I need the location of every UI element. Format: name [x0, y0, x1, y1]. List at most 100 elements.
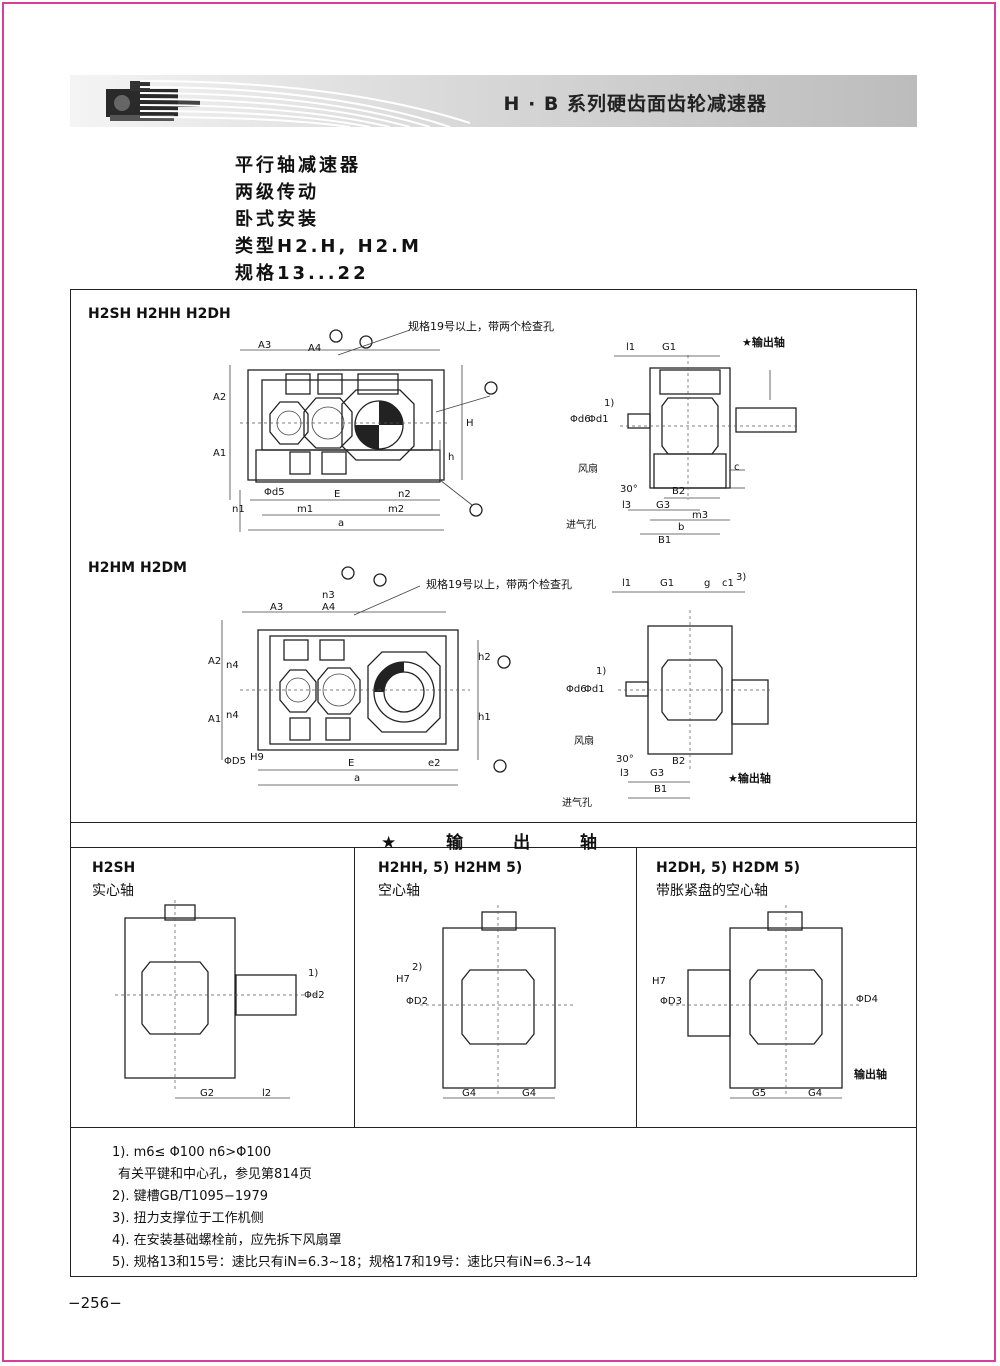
- dim-label: b: [678, 522, 685, 533]
- footnotes: 1). m6≤ Φ100 n6>Φ100 有关平键和中心孔，参见第814页 2)…: [112, 1142, 591, 1274]
- dim-label: A1: [208, 714, 222, 725]
- dim-label: A2: [208, 656, 222, 667]
- spec-line: 平行轴减速器: [235, 155, 361, 176]
- dim-label: G3: [656, 500, 671, 511]
- dim-label: B1: [654, 784, 668, 795]
- dim-label: 2): [412, 962, 423, 973]
- dim-label: 1): [308, 968, 319, 979]
- h2sh-side-view: [614, 355, 800, 535]
- dim-label: G3: [650, 768, 665, 779]
- inlet-label: 进气孔: [566, 520, 596, 531]
- divider-line: [70, 1127, 917, 1128]
- divider-line: [70, 822, 917, 823]
- dim-label: l2: [262, 1088, 272, 1099]
- panel1-subtitle: 实心轴: [92, 883, 134, 899]
- panel3-drawing: [670, 905, 860, 1099]
- dim-label: h: [448, 452, 455, 463]
- dim-label: 30°: [616, 754, 634, 765]
- dim-label: G5: [752, 1088, 767, 1099]
- dim-label: l1: [626, 342, 636, 353]
- dim-label: Φd2: [304, 990, 325, 1001]
- panel2-drawing: [420, 905, 575, 1099]
- dim-label: E: [334, 489, 341, 500]
- dim-label: g: [704, 578, 711, 589]
- footnote: 4). 在安装基础螺栓前，应先拆下风扇罩: [112, 1233, 342, 1248]
- dim-label: l3: [622, 500, 632, 511]
- dim-label: c1: [722, 578, 734, 589]
- dim-label: G4: [522, 1088, 537, 1099]
- dim-label: H9: [250, 752, 264, 763]
- dim-label: 3): [736, 572, 747, 583]
- divider-line: [636, 847, 637, 1127]
- dim-label: G4: [808, 1088, 823, 1099]
- h2hm-front-view: [221, 566, 511, 786]
- spec-line: 规格13...22: [235, 263, 369, 284]
- dim-label: B2: [672, 486, 686, 497]
- dim-label: Φd5: [264, 487, 285, 498]
- dim-label: c: [734, 462, 740, 473]
- footnote: 3). 扭力支撑位于工作机侧: [112, 1211, 264, 1226]
- dim-label: n4: [226, 660, 239, 671]
- dim-label: h1: [478, 712, 491, 723]
- dim-label: B2: [672, 756, 686, 767]
- drawing-box: [70, 289, 917, 1277]
- dim-label: 1): [596, 666, 607, 677]
- dim-label: m2: [388, 504, 405, 515]
- dim-label: m1: [297, 504, 314, 515]
- fan-label: 风扇: [578, 464, 598, 475]
- page-number: −256−: [68, 1294, 122, 1312]
- header-stripes: [140, 80, 470, 127]
- spec-list: 平行轴减速器 两级传动 卧式安装 类型H2.H, H2.M 规格13...22: [235, 152, 422, 287]
- diagram1-note: 规格19号以上，带两个检查孔: [408, 320, 554, 333]
- dim-label: A3: [258, 340, 272, 351]
- header-title: H · B 系列硬齿面齿轮减速器: [503, 93, 767, 115]
- panel2-subtitle: 空心轴: [378, 883, 420, 899]
- dim-label: 30°: [620, 484, 638, 495]
- dim-label: Φd1: [584, 684, 605, 695]
- dim-label: A1: [213, 448, 227, 459]
- diagram2-title: H2HM H2DM: [88, 560, 187, 576]
- dim-label: n4: [226, 710, 239, 721]
- dim-label: Φd6: [566, 684, 587, 695]
- diagram1-title: H2SH H2HH H2DH: [88, 306, 231, 322]
- dim-label: G4: [462, 1088, 477, 1099]
- footnote: 1). m6≤ Φ100 n6>Φ100: [112, 1145, 272, 1160]
- dim-label: h2: [478, 652, 491, 663]
- dim-label: H: [466, 418, 474, 429]
- output-shaft-heading: ★ 输 出 轴: [381, 833, 619, 853]
- dim-label: a: [338, 518, 345, 529]
- dim-label: A4: [322, 602, 336, 613]
- divider-line: [354, 847, 355, 1127]
- h2sh-front-view: [229, 329, 498, 532]
- dim-label: G1: [660, 578, 675, 589]
- dim-label: e2: [428, 758, 441, 769]
- dim-label: H7: [396, 974, 410, 985]
- footnote: 5). 规格13和15号：速比只有iN=6.3~18；规格17和19号：速比只有…: [112, 1255, 592, 1270]
- divider-line: [70, 847, 917, 848]
- panel1-drawing: [115, 900, 320, 1099]
- footnote: 2). 键槽GB/T1095−1979: [112, 1189, 268, 1204]
- dim-label: B1: [658, 535, 672, 546]
- header-band: H · B 系列硬齿面齿轮减速器: [70, 75, 917, 127]
- diagram2-output-shaft: ★输出轴: [728, 772, 771, 785]
- dim-label: ΦD2: [406, 996, 428, 1007]
- spec-line: 两级传动: [235, 182, 319, 203]
- inlet-label: 进气孔: [562, 798, 592, 809]
- diagram2-note: 规格19号以上，带两个检查孔: [426, 578, 572, 591]
- dim-label: l3: [620, 768, 630, 779]
- dim-label: G1: [662, 342, 677, 353]
- dim-label: Φd1: [588, 414, 609, 425]
- panel3-title: H2DH, 5) H2DM 5): [656, 860, 801, 876]
- footnote: 有关平键和中心孔，参见第814页: [118, 1167, 312, 1182]
- dim-label: H7: [652, 976, 666, 987]
- dim-label: A2: [213, 392, 227, 403]
- output-shaft-label: 输出轴: [854, 1068, 887, 1081]
- dim-label: E: [348, 758, 355, 769]
- dim-label: G2: [200, 1088, 215, 1099]
- dim-label: l1: [622, 578, 632, 589]
- dim-label: ΦD3: [660, 996, 682, 1007]
- dim-label: Φd6: [570, 414, 591, 425]
- dim-label: A4: [308, 343, 322, 354]
